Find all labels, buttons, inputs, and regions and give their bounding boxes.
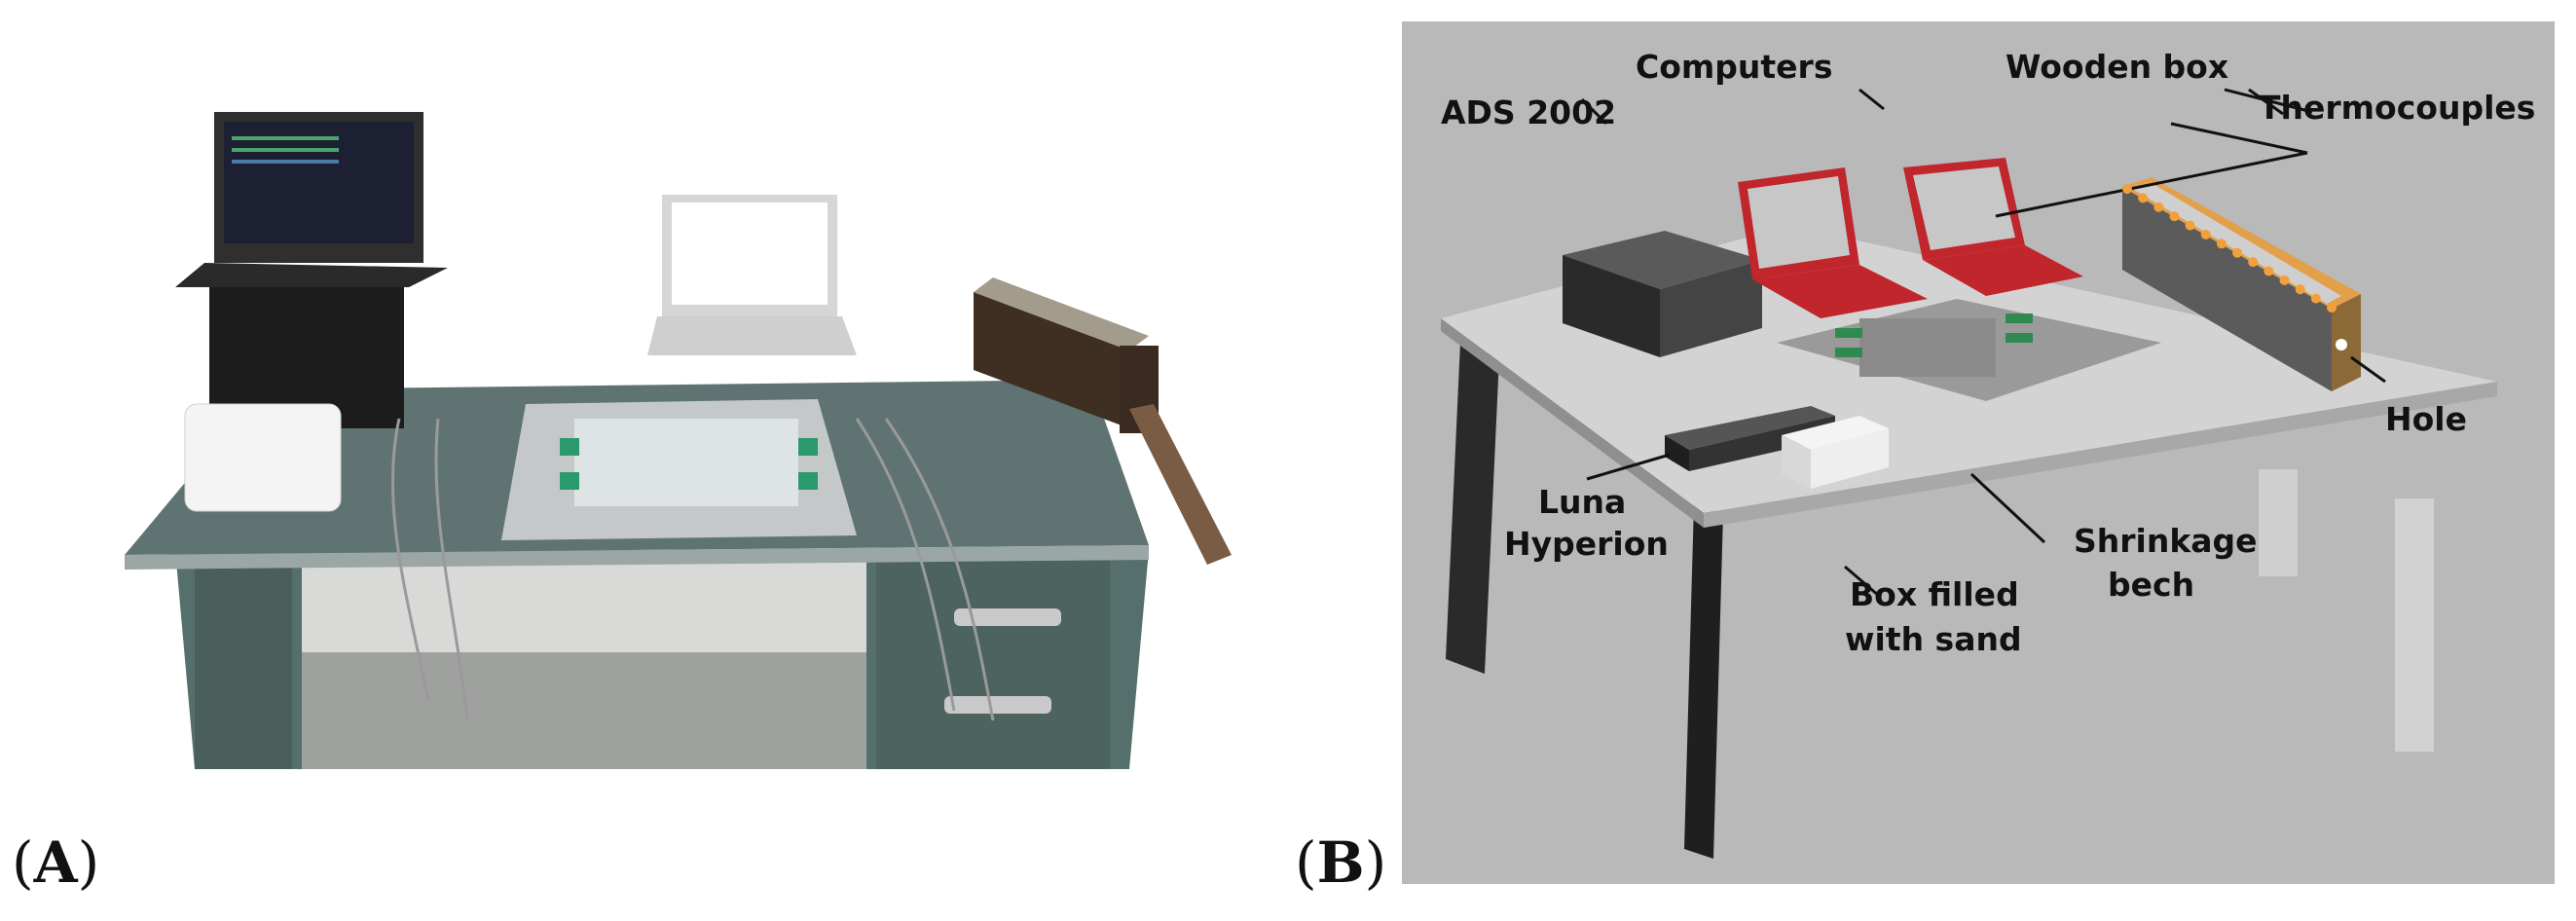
laptop-left-base (1752, 265, 1928, 318)
thermocouple-dot (2185, 220, 2195, 231)
callout-arrows (1580, 88, 2386, 598)
tube (1129, 404, 1232, 565)
screen-line (232, 136, 339, 140)
desk-drawers (876, 555, 1110, 769)
thermocouple-dot (2169, 211, 2180, 222)
thermocouple-dot (2295, 284, 2305, 295)
thermocouple-dot (2248, 257, 2259, 268)
desk-left-leg (195, 555, 292, 769)
drawer-handle-top (954, 608, 1061, 626)
desk-setup-photo (125, 112, 1232, 769)
render-panel: ADS 2002 Computers Wooden box Thermocoup… (1402, 21, 2555, 884)
bench-clamp (2006, 333, 2033, 343)
table-leg-left (1446, 343, 1499, 674)
callout-sand-line2: with sand (1845, 620, 2022, 658)
clamp (798, 472, 818, 490)
desk-edge (125, 545, 1149, 570)
white-box (184, 403, 342, 512)
screen-line (232, 160, 339, 164)
wooden-box-side (2122, 187, 2332, 391)
table-leg-right (2395, 498, 2434, 752)
ads-front (1563, 255, 1660, 357)
setup-render: ADS 2002 Computers Wooden box Thermocoup… (1402, 21, 2555, 884)
screen-line (232, 148, 339, 152)
drawer-handle-bottom (944, 696, 1051, 714)
right-laptop-base (647, 316, 857, 355)
wooden-box-top (974, 277, 1149, 350)
table-edge-front (1704, 382, 2497, 528)
callout-hole: Hole (2385, 400, 2467, 438)
callout-luna-line1: Luna (1538, 483, 1626, 521)
ads-side (1660, 260, 1762, 357)
clamp (560, 472, 579, 490)
callout-bench-line2: bech (2108, 566, 2194, 604)
table-leg-front (1684, 503, 1723, 859)
thermocouple-dot (2327, 303, 2337, 313)
sand-box-front (1782, 435, 1811, 489)
luna-top (1665, 406, 1835, 450)
thermocouple-dot (2200, 229, 2211, 239)
right-laptop-screen (672, 203, 828, 305)
callout-ads: ADS 2002 (1441, 93, 1616, 131)
left-laptop-screen (224, 122, 414, 243)
wooden-box-lid (2132, 183, 2341, 304)
panel-label-b: (B) (1295, 829, 1387, 896)
callout-thermocouples: Thermocouples (2259, 89, 2535, 127)
thermocouple-dot (2279, 275, 2290, 285)
clamp (560, 438, 579, 456)
luna-front (1665, 435, 1689, 471)
laptop-right-base (1923, 245, 2083, 296)
callout-computers: Computers (1636, 48, 1832, 86)
cable (390, 418, 430, 702)
thermocouple-dot (2153, 202, 2164, 212)
thermocouple-dot (2216, 239, 2226, 249)
bench-clamp (2006, 313, 2033, 323)
callout-sand-line1: Box filled (1850, 575, 2019, 613)
photo-panel (117, 97, 1285, 779)
clamp (798, 438, 818, 456)
luna-side (1689, 416, 1835, 471)
laptop-left-screen (1748, 176, 1850, 269)
hole-marker (2336, 339, 2347, 350)
table-edge-left (1441, 318, 1704, 528)
thermocouple-dot (2310, 293, 2321, 304)
panel-label-a: (A) (12, 829, 100, 896)
wooden-box (974, 292, 1129, 428)
left-laptop-base (175, 263, 448, 287)
cable (855, 418, 956, 712)
sand-box-side (1811, 428, 1889, 489)
laptop-right-screen (1913, 166, 2015, 250)
callout-bench-line1: Shrinkage (2074, 522, 2258, 560)
bench-clamp (1835, 328, 1862, 338)
thermocouple-dot (2263, 266, 2274, 276)
bench-clamp (1835, 348, 1862, 357)
shrinkage-bench-molds (1859, 318, 1996, 377)
thermocouple-dot (2138, 193, 2149, 203)
ads-top (1563, 231, 1762, 289)
table-leg-back (2259, 469, 2298, 576)
cable (884, 418, 995, 721)
callout-luna-line2: Hyperion (1504, 525, 1669, 563)
thermocouple-dot (2232, 247, 2243, 258)
cable (434, 418, 469, 721)
thermocouple-dot (2122, 184, 2132, 194)
transparent-cover (574, 419, 798, 506)
desk-knee-space (302, 555, 866, 652)
sand-box-top (1782, 416, 1889, 450)
callout-wooden-box: Wooden box (2006, 48, 2228, 86)
floor (302, 652, 866, 769)
